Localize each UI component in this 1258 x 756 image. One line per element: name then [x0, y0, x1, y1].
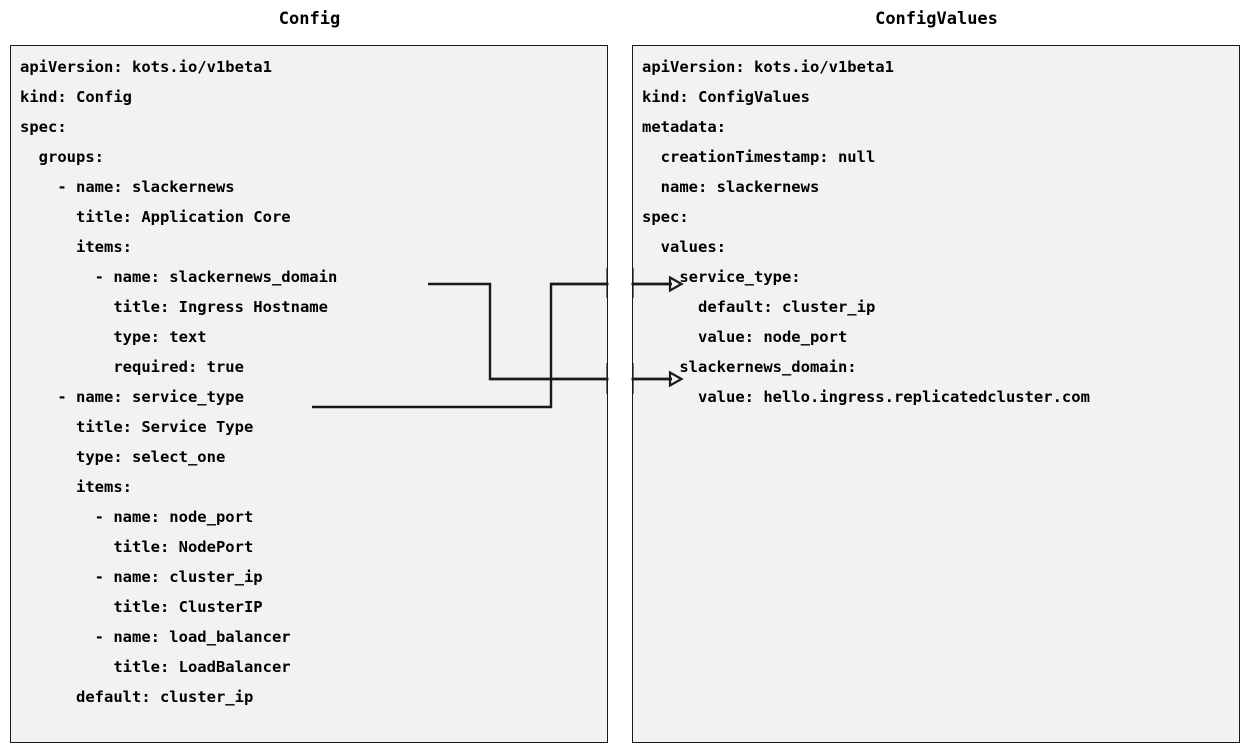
- configvalues-panel-title: ConfigValues: [875, 9, 998, 29]
- panel-gutter-mask-top: [608, 270, 632, 296]
- configvalues-yaml-code: apiVersion: kots.io/v1beta1 kind: Config…: [642, 58, 1090, 406]
- config-panel-title: Config: [278, 9, 341, 29]
- config-panel: apiVersion: kots.io/v1beta1 kind: Config…: [10, 45, 608, 743]
- config-yaml-code: apiVersion: kots.io/v1beta1 kind: Config…: [20, 58, 338, 706]
- panel-gutter-mask-bottom: [608, 365, 632, 392]
- configvalues-panel: apiVersion: kots.io/v1beta1 kind: Config…: [632, 45, 1240, 743]
